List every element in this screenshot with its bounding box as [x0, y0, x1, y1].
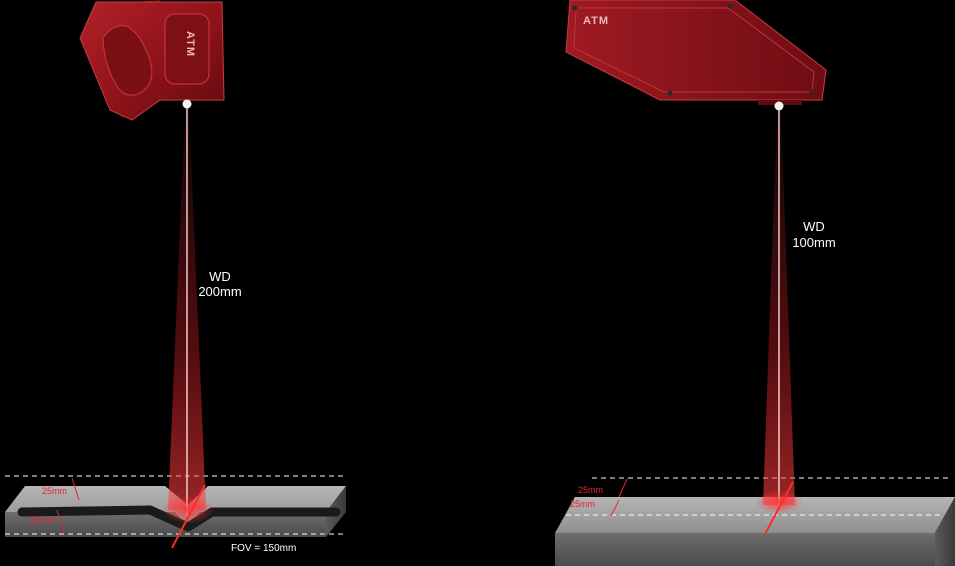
left-sensor-head: ATM [79, 0, 225, 121]
left-depth-arrow-lower [56, 509, 65, 533]
left-depth-lower-label: 25mm [30, 515, 55, 525]
right-depth-arrow-upper [618, 478, 628, 498]
left-wd-value: 200mm [198, 284, 241, 299]
right-wd-value: 100mm [792, 235, 835, 250]
right-depth-upper-label: 25mm [578, 485, 603, 495]
left-laser-spot [162, 496, 214, 524]
right-laser-emitter [774, 101, 784, 111]
right-wd-label: WD [803, 219, 825, 234]
right-sensor-head: ATM [565, 0, 827, 111]
left-laser-profile-line [171, 484, 206, 549]
left-fov-label: FOV = 150mm [231, 543, 296, 554]
left-depth-upper-label: 25mm [42, 486, 67, 496]
left-sensor-brand: ATM [184, 31, 196, 57]
left-depth-arrow-upper [71, 477, 80, 501]
right-laser-profile-line [764, 481, 794, 535]
right-setup: ATM WD 100mm 25mm 25mm [555, 0, 955, 566]
right-laser-spot [755, 490, 803, 514]
left-laser-emitter [182, 99, 192, 109]
left-setup: ATM WD 200mm 25mm 25mm FOV = 150mm [5, 0, 346, 554]
right-depth-arrow-lower [610, 499, 620, 517]
right-sensor-brand: ATM [583, 15, 609, 27]
right-depth-lower-label: 25mm [570, 499, 595, 509]
left-wd-label: WD [209, 269, 231, 284]
